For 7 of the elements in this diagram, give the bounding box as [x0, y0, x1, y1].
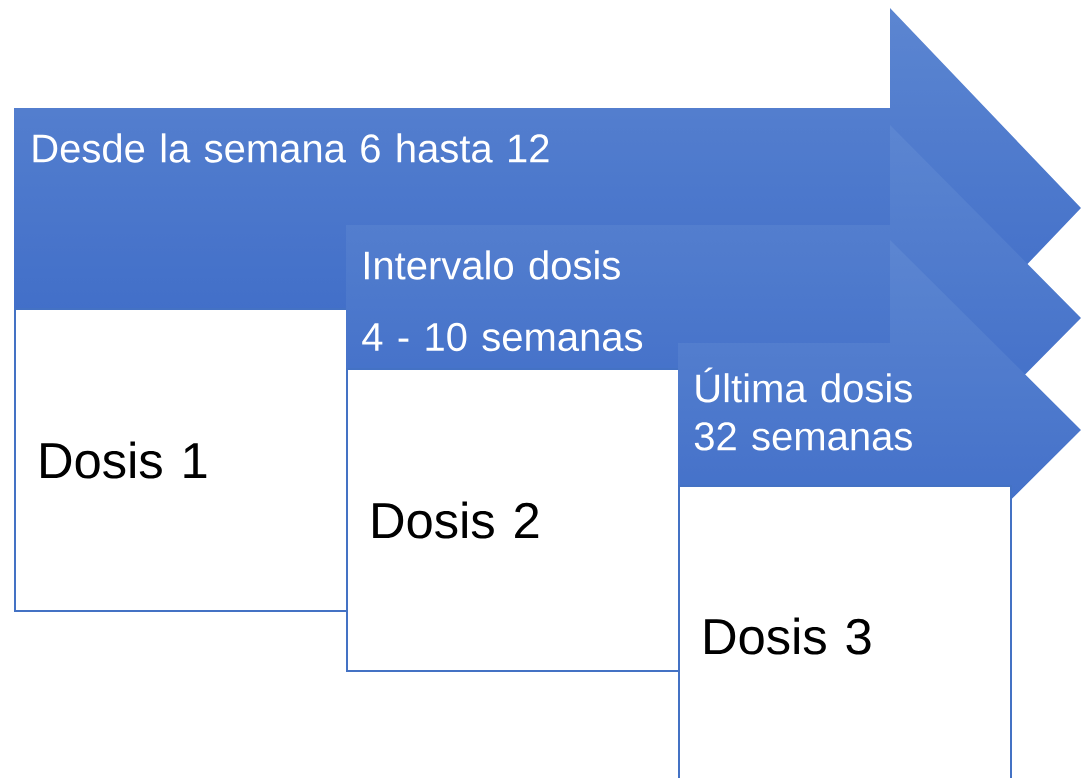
- dose-box: Dosis 2: [346, 368, 680, 672]
- band-text: Desde la semana 6 hasta 12: [33, 133, 549, 163]
- band-text: 4 - 10 semanas: [362, 322, 643, 352]
- band-text: Intervalo dosis: [364, 250, 620, 280]
- dose-box: Dosis 3: [678, 485, 1012, 778]
- band-text: Última dosis 32 semanas: [694, 367, 912, 451]
- dose-box: Dosis 1: [14, 308, 348, 612]
